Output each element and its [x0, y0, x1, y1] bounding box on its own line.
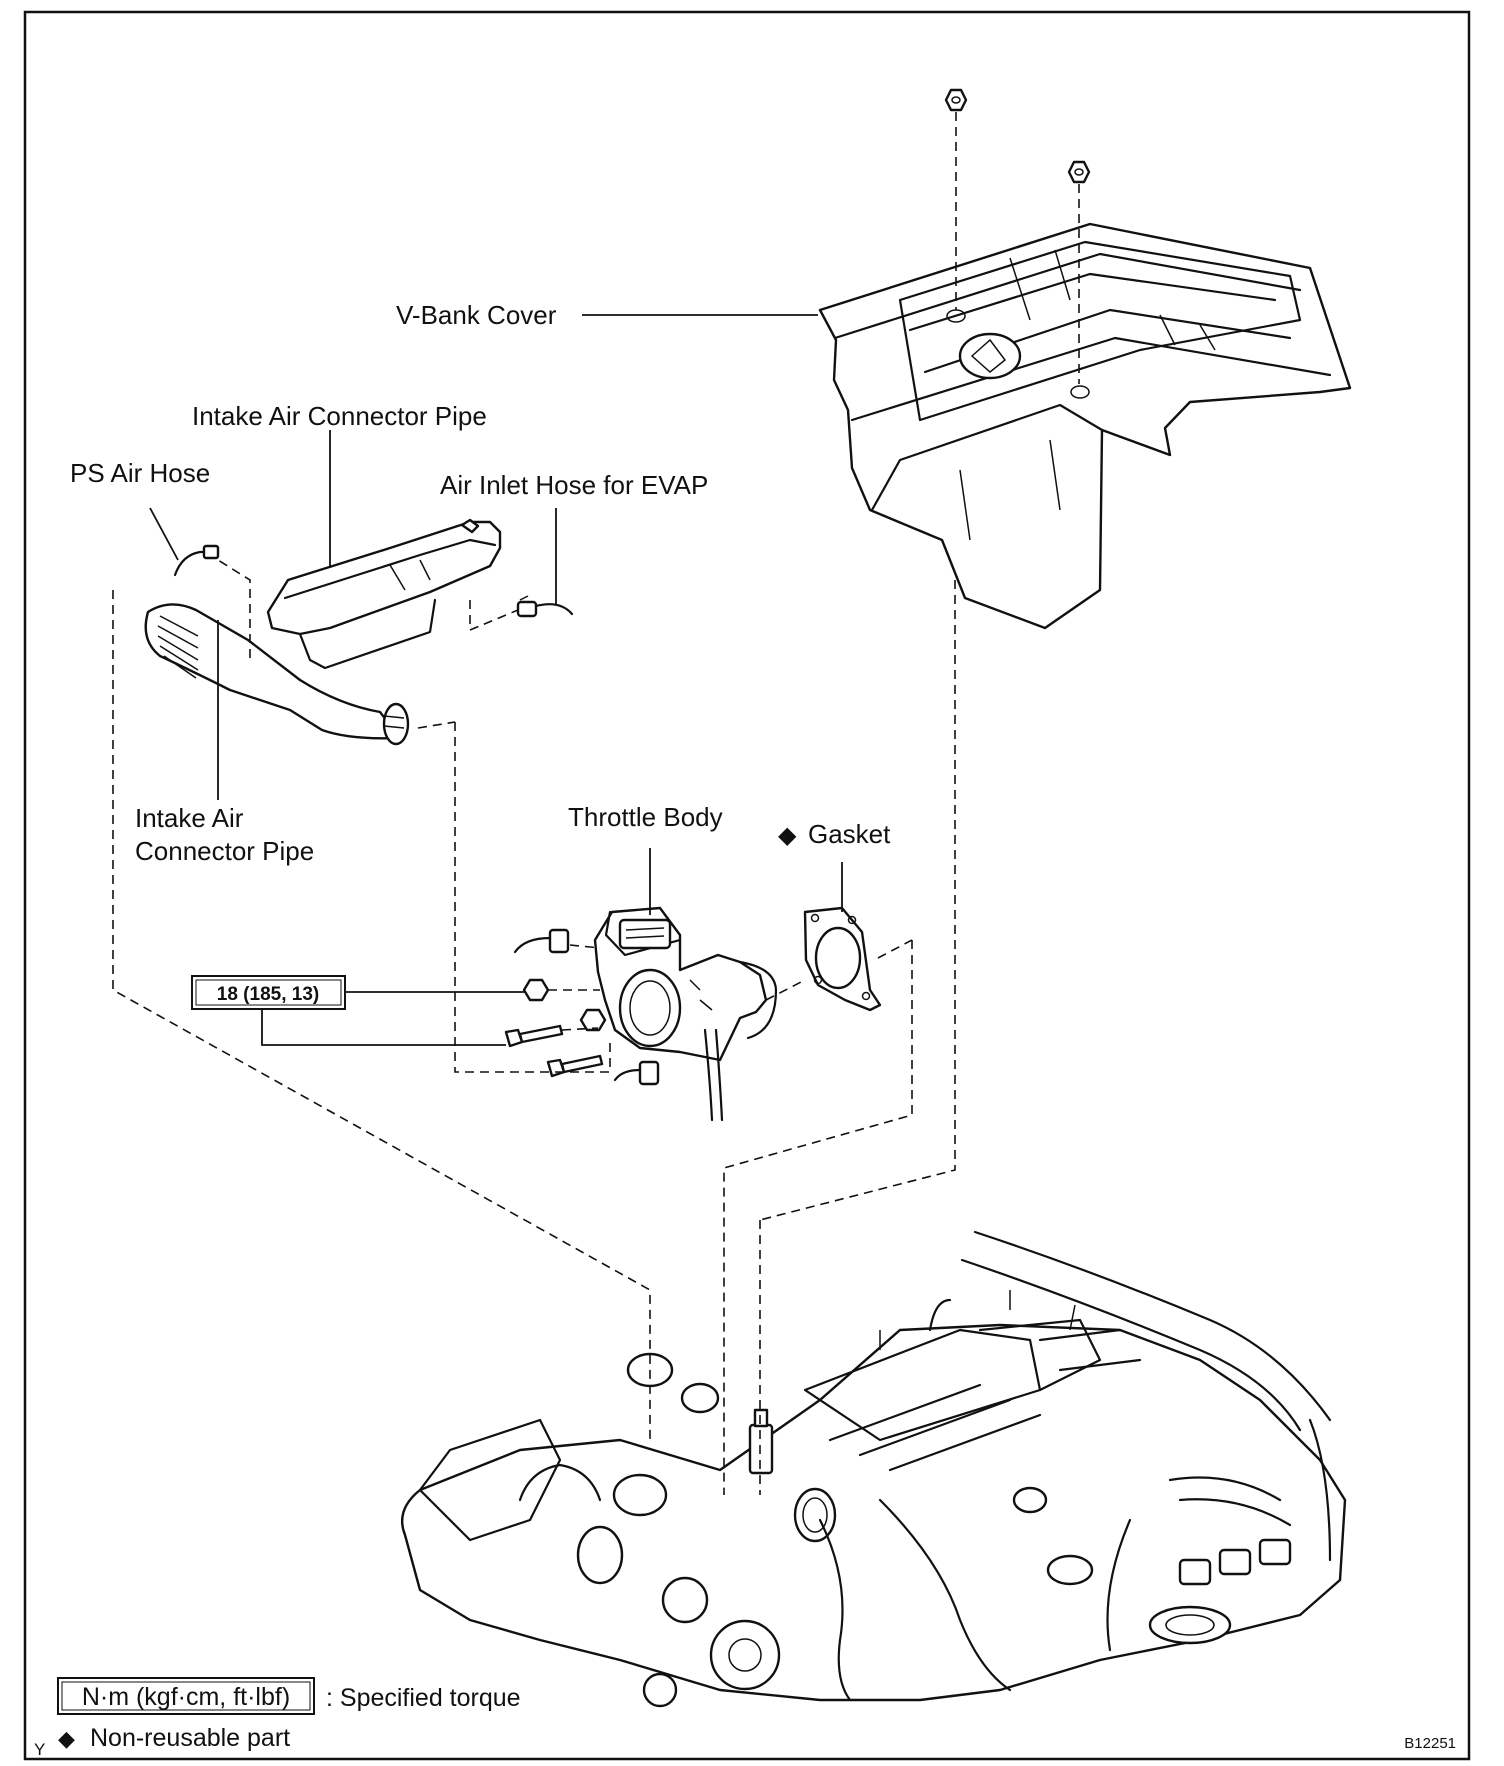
corner-mark: Y	[34, 1740, 45, 1759]
v-bank-cover-label: V-Bank Cover	[396, 300, 557, 330]
torque-spec-value: 18 (185, 13)	[217, 984, 319, 1005]
throttle-bolt-1	[504, 1024, 564, 1048]
ps-hose-dashline	[217, 559, 251, 658]
air-inlet-hose-evap	[516, 595, 574, 618]
connector-upper-dashline	[569, 944, 601, 949]
gasket	[803, 906, 882, 1012]
intake-air-connector-pipe-hose	[144, 603, 410, 746]
throttle-connector-upper	[513, 928, 570, 954]
evap-hose-label: Air Inlet Hose for EVAP	[440, 470, 708, 500]
legend-non-reusable-marker: ◆	[58, 1726, 75, 1751]
throttle-gasket-dashline	[765, 979, 806, 1001]
throttle-body-label: Throttle Body	[568, 802, 723, 832]
throttle-body	[593, 906, 778, 1122]
gasket-label: Gasket	[808, 819, 891, 849]
throttle-bolt-2	[546, 1054, 604, 1078]
intake-air-connector-box	[266, 518, 502, 670]
intake-connector-lower-label-2: Connector Pipe	[135, 836, 314, 866]
gasket-right-dashline	[877, 939, 913, 959]
figure-id: B12251	[1404, 1735, 1456, 1752]
legend-non-reusable-desc: Non-reusable part	[90, 1724, 290, 1752]
torque-bolt-leader	[261, 1009, 506, 1046]
throttle-nut-1	[522, 978, 550, 1002]
hose-dashline-to-engine	[112, 590, 651, 1440]
cover-dashline-to-engine	[759, 580, 956, 1221]
throttle-connector-lower	[613, 1060, 660, 1086]
gasket-marker: ◆	[778, 822, 797, 849]
evap-hose-dashline	[469, 600, 519, 632]
intake-connector-lower-label-1: Intake Air	[135, 803, 244, 833]
pipe-dashline-to-throttle	[454, 722, 611, 1073]
engine-assembly	[400, 1230, 1347, 1708]
torque-spec-box: 18 (185, 13)	[191, 975, 346, 1010]
legend-torque-unit: N·m (kgf·cm, ft·lbf)	[82, 1683, 290, 1711]
pipe-end-dashline	[417, 721, 456, 729]
ps-air-hose	[173, 544, 220, 577]
cover-nut-left	[944, 88, 968, 112]
ps-air-hose-leader	[149, 507, 179, 561]
v-bank-cover	[818, 222, 1352, 630]
ps-air-hose-label: PS Air Hose	[70, 458, 210, 488]
throttle-nut-2	[579, 1008, 607, 1032]
figure-border	[23, 10, 1471, 1761]
bolt-1-dashline	[561, 1027, 599, 1031]
legend: N·m (kgf·cm, ft·lbf) : Specified torque …	[57, 1677, 521, 1752]
gasket-dashline-to-engine	[723, 940, 913, 1495]
legend-torque-desc: : Specified torque	[326, 1684, 521, 1712]
intake-connector-top-label: Intake Air Connector Pipe	[192, 401, 487, 431]
cover-nut-right	[1067, 160, 1091, 184]
